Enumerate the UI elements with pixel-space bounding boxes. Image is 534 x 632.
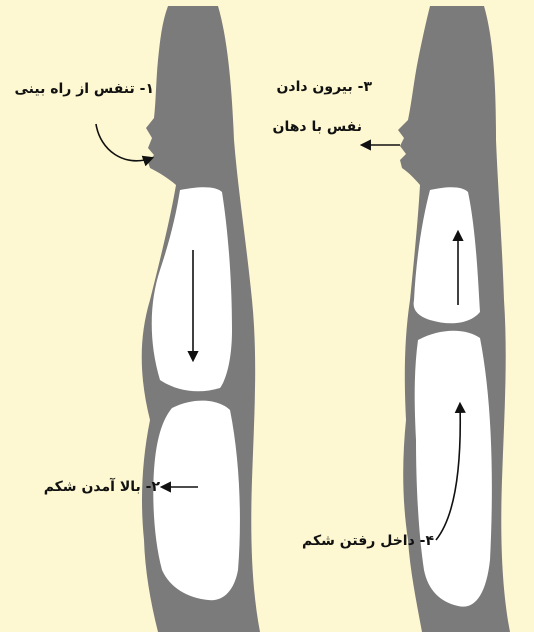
step3-label-line2: نفس با دهان — [262, 118, 362, 136]
step1-label: ۱- تنفس از راه بینی — [26, 80, 154, 98]
left-belly-cavity — [153, 401, 240, 601]
step3-label-line1: ۳- بیرون دادن — [262, 78, 372, 96]
left-chest-cavity — [152, 187, 232, 391]
nose-inhale-arrow — [96, 124, 152, 161]
step2-label: ۲- بالا آمدن شکم — [30, 478, 160, 496]
right-belly-cavity — [415, 331, 492, 607]
left-figure-inhale — [96, 6, 260, 632]
step4-label: ۴- داخل رفتن شکم — [306, 532, 434, 550]
